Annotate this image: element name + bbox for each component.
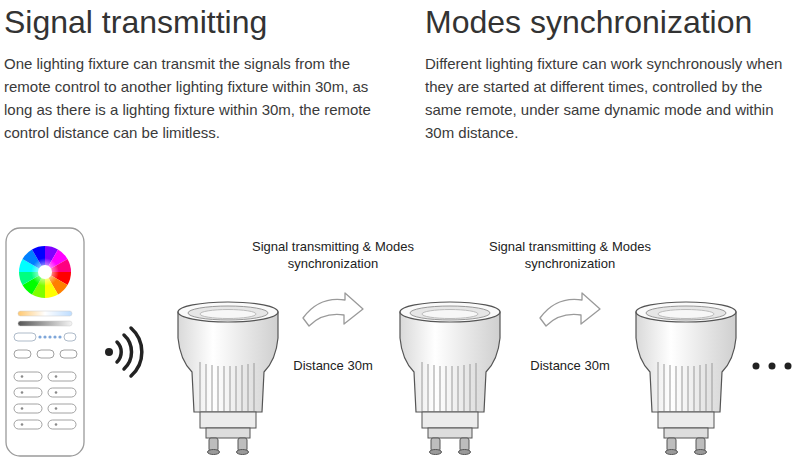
distance-label: Distance 30m	[515, 357, 625, 374]
body-text: One lighting fixture can transmit the si…	[4, 52, 389, 144]
distance-label: Distance 30m	[278, 357, 388, 374]
gu10-bulb	[400, 302, 500, 455]
arrow-label: Signal transmitting & Modes synchronizat…	[246, 238, 421, 272]
section-heading: Signal transmitting	[4, 2, 404, 42]
gu10-bulb	[178, 302, 278, 455]
body-text: Different lighting fixture can work sync…	[425, 52, 795, 144]
wireless-symbol	[105, 328, 142, 376]
arrow-label: Signal transmitting & Modes synchronizat…	[483, 238, 658, 272]
curved-arrow	[303, 293, 363, 326]
remote-control	[6, 228, 84, 456]
ellipsis-dots	[753, 363, 792, 370]
gu10-bulb	[636, 302, 736, 455]
section-heading: Modes synchronization	[425, 2, 795, 42]
curved-arrow	[540, 293, 600, 326]
